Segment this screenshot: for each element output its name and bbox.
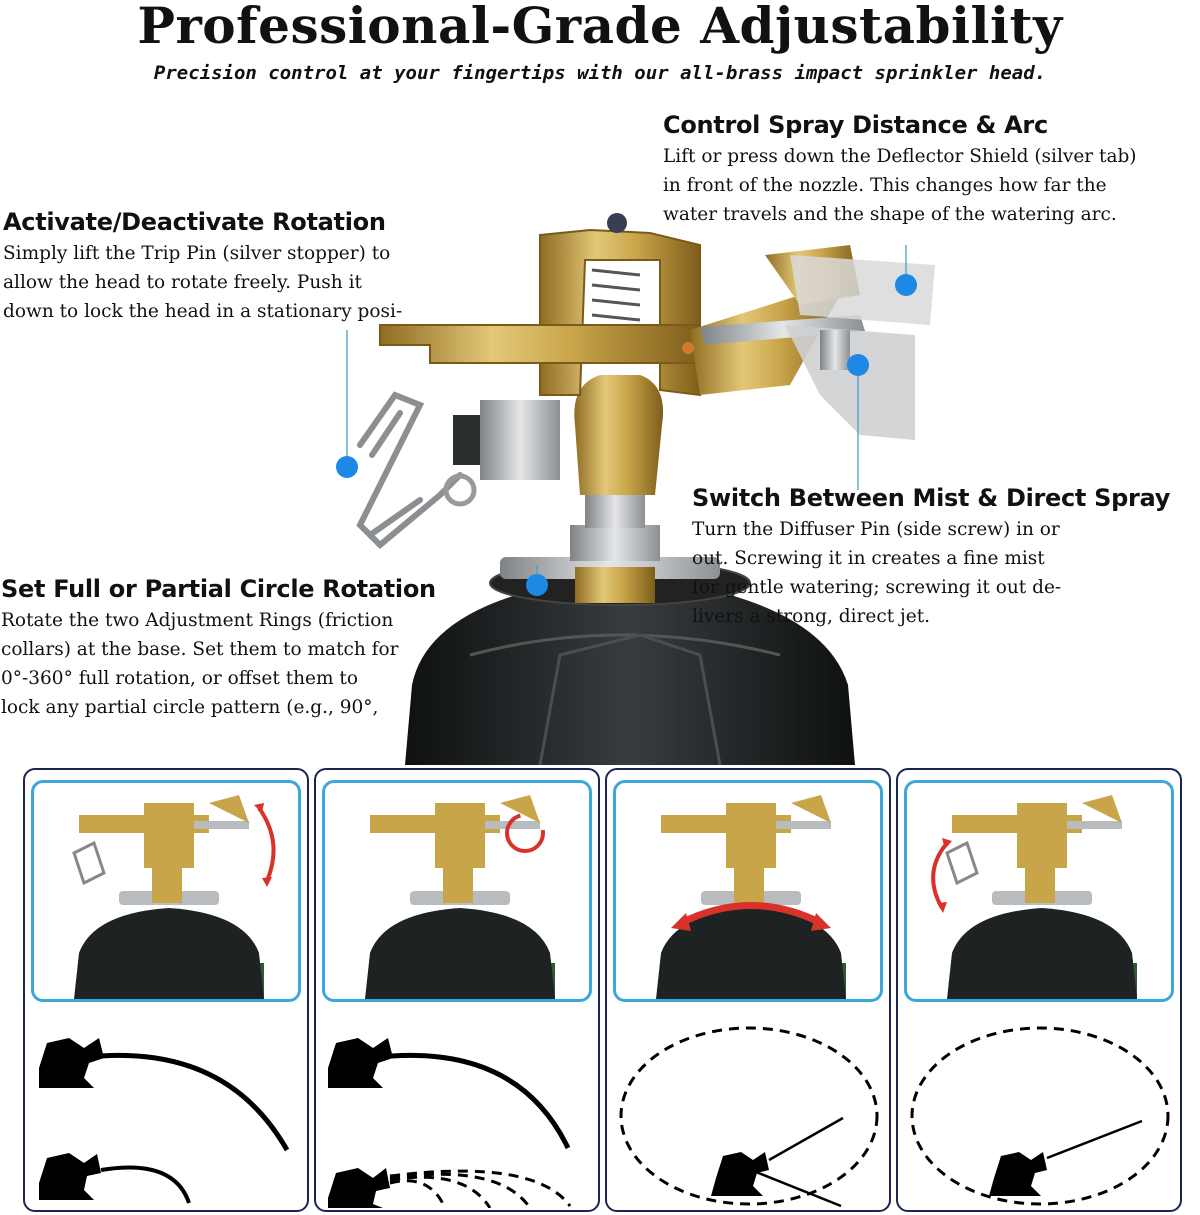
feature-text-line: collars) at the base. Set them to match … <box>1 639 399 660</box>
panel-full-circle <box>605 768 891 1212</box>
curved-red-arrow <box>931 841 949 909</box>
hero-sprinkler-illustration <box>0 95 1200 765</box>
page-title: Professional-Grade Adjustability <box>137 0 1063 55</box>
spray-pattern <box>611 1008 887 1208</box>
feature-text-line: Rotate the two Adjustment Rings (frictio… <box>1 610 394 631</box>
panel-photo <box>613 780 883 1002</box>
feature-text-line: lock any partial circle pattern (e.g., 9… <box>1 697 379 718</box>
sprinkler-silhouette <box>989 1152 1047 1196</box>
marker-diffuser <box>847 354 869 376</box>
feature-spray-distance: Control Spray Distance & Arc Lift or pre… <box>663 110 1137 229</box>
curved-red-arrow <box>257 806 276 884</box>
mini-sprinkler <box>72 795 264 999</box>
curved-red-arrow <box>505 813 545 853</box>
panel-photo <box>31 780 301 1002</box>
panel-photo <box>904 780 1174 1002</box>
sprinkler-head-image <box>336 213 935 765</box>
feature-text-line: allow the head to rotate freely. Push it <box>3 272 362 293</box>
spray-pattern <box>320 1008 596 1208</box>
mini-sprinkler <box>365 795 555 999</box>
panel-mist-spray <box>314 768 600 1212</box>
curved-red-arrow <box>679 902 823 927</box>
feature-text-line: out. Screwing it in creates a fine mist <box>692 548 1045 569</box>
mini-sprinkler <box>656 795 846 999</box>
spray-pattern <box>29 1008 305 1208</box>
feature-title: Set Full or Partial Circle Rotation <box>1 575 436 603</box>
feature-text-line: down to lock the head in a stationary po… <box>3 301 403 322</box>
feature-text-line: water travels and the shape of the water… <box>663 204 1117 225</box>
feature-text-line: 0°-360° full rotation, or offset them to <box>1 668 358 689</box>
feature-text-line: Lift or press down the Deflector Shield … <box>663 146 1137 167</box>
marker-dots <box>336 274 917 596</box>
feature-text-line: Simply lift the Trip Pin (silver stopper… <box>3 243 391 264</box>
marker-rings <box>526 574 548 596</box>
page-subtitle: Precision control at your fingertips wit… <box>153 62 1047 84</box>
marker-trip-pin <box>336 456 358 478</box>
feature-circle-rotation: Set Full or Partial Circle Rotation Rota… <box>1 574 436 722</box>
brass-body <box>379 213 865 495</box>
spray-pattern <box>902 1008 1178 1208</box>
feature-text-line: in front of the nozzle. This changes how… <box>663 175 1107 196</box>
feature-title: Activate/Deactivate Rotation <box>3 208 386 236</box>
feature-text-line: for gentle watering; screwing it out de- <box>692 577 1062 598</box>
adjustment-panels <box>0 768 1200 1215</box>
feature-text-line: Turn the Diffuser Pin (side screw) in or <box>692 519 1060 540</box>
sprinkler-silhouette <box>711 1152 769 1196</box>
feature-title: Switch Between Mist & Direct Spray <box>692 484 1171 512</box>
trip-pin <box>356 391 463 550</box>
marker-deflector <box>895 274 917 296</box>
feature-rotation: Activate/Deactivate Rotation Simply lift… <box>3 207 402 326</box>
sprinkler-silhouette <box>39 1038 104 1200</box>
panel-photo <box>322 780 592 1002</box>
deflector-shield <box>785 255 935 440</box>
stopper-block <box>443 400 560 507</box>
feature-mist-spray: Switch Between Mist & Direct Spray Turn … <box>692 483 1170 631</box>
panel-partial-circle <box>896 768 1182 1212</box>
feature-title: Control Spray Distance & Arc <box>663 111 1048 139</box>
mini-sprinkler <box>945 795 1137 999</box>
feature-text-line: livers a strong, direct jet. <box>692 606 931 627</box>
panel-spray-distance <box>23 768 309 1212</box>
adjustment-rings <box>500 490 720 603</box>
sprinkler-silhouette <box>328 1038 393 1208</box>
